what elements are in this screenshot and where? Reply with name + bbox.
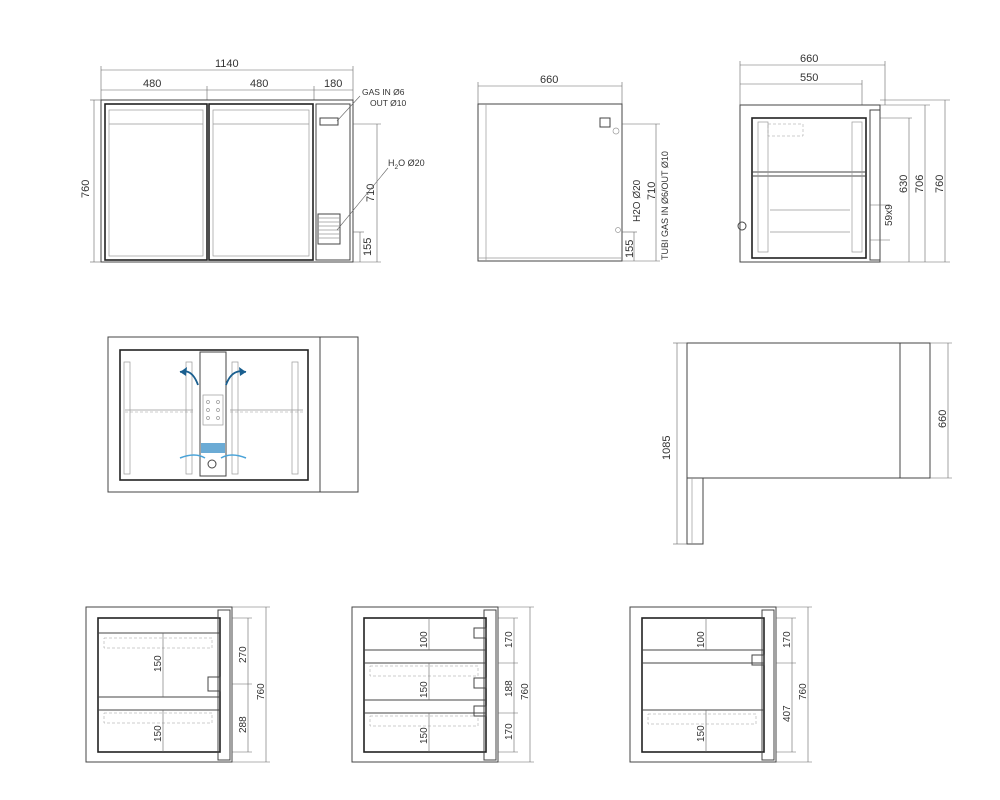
front-side-width-label: 180 <box>324 78 342 90</box>
config2-inner-bottom-label: 150 <box>419 727 430 744</box>
section-height-630-label: 630 <box>898 175 910 193</box>
config2-inner-top-label: 100 <box>419 631 430 648</box>
side-view: 660 710 155 H2O Ø20 TUBI GAS IN Ø6/OUT Ø… <box>477 74 670 262</box>
plan-footprint-view: 1085 660 <box>661 342 952 545</box>
front-h2o-label: H2O Ø20 <box>388 158 425 171</box>
config1-inner-top-label: 150 <box>153 655 164 672</box>
airflow-return-left-icon <box>179 454 206 459</box>
section-height-706-label: 706 <box>914 175 926 193</box>
side-height-155-label: 155 <box>624 240 636 258</box>
front-gas-out-label: OUT Ø10 <box>370 98 406 108</box>
config1-right-bottom-label: 288 <box>238 716 249 733</box>
shelf-config-3: 100 150 170 407 760 <box>629 606 812 763</box>
side-depth-label: 660 <box>540 74 558 86</box>
shelf-config-1: 150 150 270 288 760 <box>85 606 270 763</box>
config2-inner-mid-label: 150 <box>419 681 430 698</box>
side-height-710-label: 710 <box>646 182 658 200</box>
plan-interior-view <box>107 336 359 493</box>
plan-width-660-label: 660 <box>937 410 949 428</box>
config3-inner-bottom-label: 150 <box>696 725 707 742</box>
section-outer-depth-label: 660 <box>800 53 818 65</box>
fan-unit-icon <box>201 443 225 453</box>
front-height-155-label: 155 <box>362 238 374 256</box>
front-view: 1140 480 480 180 760 <box>80 58 425 263</box>
plan-depth-1085-label: 1085 <box>661 436 673 460</box>
config3-right-bottom-label: 407 <box>782 705 793 722</box>
section-height-760-label: 760 <box>934 175 946 193</box>
front-overall-width-label: 1140 <box>215 58 239 70</box>
shelf-config-2: 100 150 150 170 188 170 760 <box>351 606 534 763</box>
config2-total-label: 760 <box>520 683 531 700</box>
front-grille <box>317 213 341 245</box>
config1-inner-bottom-label: 150 <box>153 725 164 742</box>
config1-right-top-label: 270 <box>238 646 249 663</box>
config2-right-bottom-label: 170 <box>504 723 515 740</box>
front-height-710-label: 710 <box>365 184 377 202</box>
front-gas-in-label: GAS IN Ø6 <box>362 87 405 97</box>
config2-right-mid-label: 188 <box>504 680 515 697</box>
section-inner-depth-label: 550 <box>800 72 818 84</box>
front-height-label: 760 <box>80 180 92 198</box>
side-h2o-label: H2O Ø20 <box>632 179 643 222</box>
side-tubi-label: TUBI GAS IN Ø6/OUT Ø10 <box>660 151 670 260</box>
airflow-return-right-icon <box>220 454 247 459</box>
config3-total-label: 760 <box>798 683 809 700</box>
section-grid-label: 59x9 <box>884 204 895 226</box>
front-door-right-width-label: 480 <box>250 78 268 90</box>
config1-total-label: 760 <box>256 683 267 700</box>
config2-right-top-label: 170 <box>504 631 515 648</box>
section-view: 660 550 630 706 760 59x9 <box>737 53 950 263</box>
config3-right-top-label: 170 <box>782 631 793 648</box>
config3-inner-top-label: 100 <box>696 631 707 648</box>
front-door-left-width-label: 480 <box>143 78 161 90</box>
